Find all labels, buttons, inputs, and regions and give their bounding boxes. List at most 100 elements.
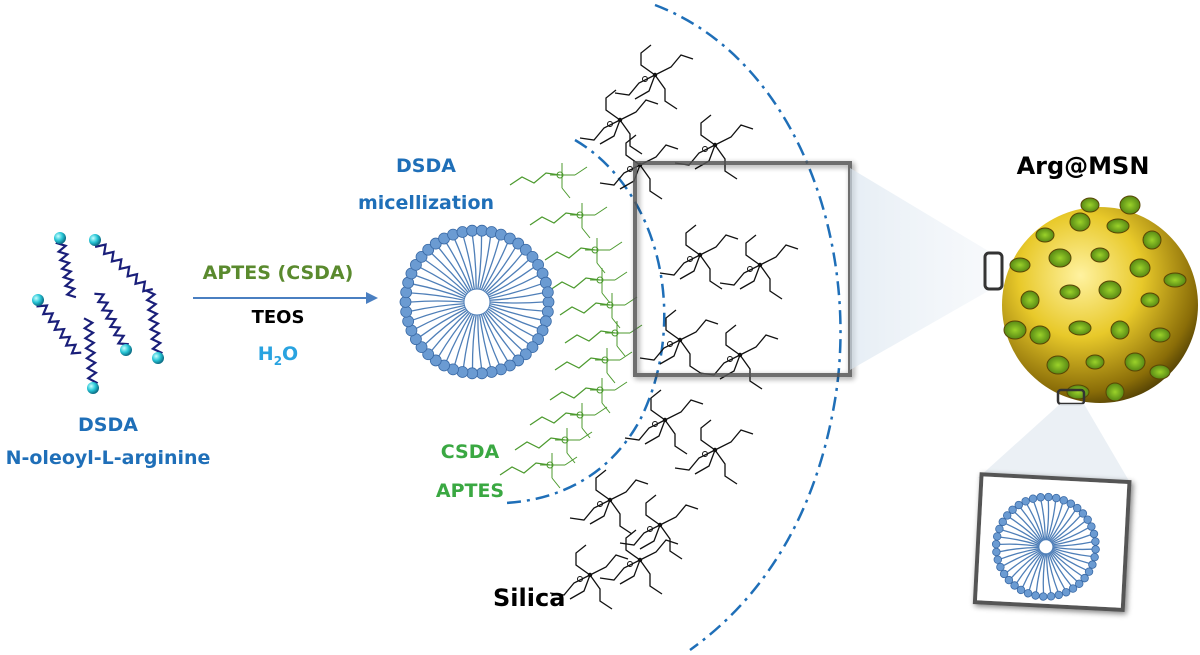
micelle-head	[429, 354, 442, 367]
aptes-chain	[529, 212, 581, 226]
micelle-tail	[1002, 529, 1040, 545]
teos-o	[577, 576, 583, 582]
teos-molecule	[549, 544, 629, 610]
micelle-tail	[1048, 552, 1066, 590]
teos-si	[662, 417, 668, 423]
teos-molecule	[674, 419, 754, 485]
sphere-pore	[1035, 227, 1055, 243]
micelle-tail	[446, 243, 472, 291]
micelle-tail	[479, 314, 492, 367]
aptes-si-bonds	[570, 203, 608, 239]
teos-si	[637, 557, 643, 563]
micelle-head	[542, 296, 555, 308]
teos-molecule	[719, 234, 799, 300]
aptes-chain	[529, 412, 581, 426]
micelle-head	[1052, 493, 1061, 503]
csda-boundary-inner	[504, 138, 666, 505]
surfactant-head	[89, 234, 101, 246]
silica-label: Silica	[493, 584, 566, 612]
aptes-si-bonds	[590, 378, 628, 414]
surfactant-head	[32, 294, 44, 306]
micelle-tail	[425, 259, 468, 295]
micelle-head	[991, 539, 1001, 549]
micelle-tail	[438, 247, 471, 292]
micelle-tail	[471, 236, 477, 290]
micelle	[399, 224, 555, 380]
micelle-tail	[489, 301, 544, 304]
micelle-tail	[486, 259, 529, 295]
micelle-label-process: micellization	[357, 192, 495, 214]
micelle-head	[1083, 515, 1092, 524]
micelle-head	[1068, 584, 1078, 593]
micelle-tail	[420, 308, 467, 337]
sphere-pore	[1009, 257, 1031, 273]
micelle-tail	[425, 309, 468, 345]
micelle-tail	[480, 239, 500, 291]
teos-molecule	[569, 469, 649, 535]
micelle-head	[1090, 552, 1099, 562]
micelle-tail	[1011, 550, 1042, 579]
sphere-pore	[1003, 320, 1027, 340]
aptes-si-bonds	[600, 293, 638, 329]
micelle-tail	[489, 303, 543, 312]
teos-molecule	[639, 309, 719, 375]
micelle-tail	[485, 311, 523, 351]
micelle-head	[526, 250, 539, 263]
micelle-tail	[1052, 548, 1090, 564]
micelle-head	[1089, 529, 1099, 539]
teos-si	[587, 572, 593, 578]
micelle-head	[466, 367, 479, 380]
micelle-head	[998, 517, 1007, 527]
micelle-head	[995, 524, 1004, 534]
micelle-tail	[1052, 534, 1091, 546]
micelle-tail	[488, 275, 538, 298]
aptes-layer	[499, 163, 643, 489]
sphere-pore	[1142, 230, 1162, 250]
micelle-head	[519, 348, 532, 361]
micelle-tail	[486, 309, 529, 345]
micelle-tail	[477, 236, 483, 290]
sphere-pore	[1048, 248, 1072, 268]
micelle-head	[475, 367, 488, 380]
surfactant-molecules	[32, 232, 164, 394]
micelle-tail	[483, 312, 516, 357]
inset-beam	[978, 404, 1132, 486]
teos-si	[712, 142, 718, 148]
aptes-si-bonds	[605, 321, 643, 357]
sphere-pore	[1069, 212, 1091, 232]
teos-o	[627, 561, 633, 567]
surfactant-tail	[145, 289, 164, 359]
micelle-label-dsda: DSDA	[396, 155, 456, 177]
teos-o	[747, 266, 753, 272]
aptes-chain	[554, 357, 606, 371]
micelle-head	[1078, 509, 1088, 518]
aptes-label: APTES	[435, 480, 505, 502]
teos-molecule	[659, 224, 739, 290]
micelle-tail	[420, 267, 467, 296]
micelle-head	[400, 286, 413, 299]
micelle-head	[422, 243, 435, 256]
surfactant-tail	[36, 299, 82, 355]
micelle-tail	[487, 308, 534, 337]
sphere-pore	[1066, 384, 1090, 400]
teos-molecule	[699, 324, 779, 390]
micelle-tail	[1052, 547, 1091, 557]
teos-molecule	[599, 134, 679, 200]
sphere-pore	[1085, 354, 1105, 370]
micelle-tail	[1014, 512, 1042, 542]
teos-molecule	[599, 529, 679, 595]
teos-si	[712, 447, 718, 453]
aptes-chain	[544, 247, 596, 261]
teos-molecule	[614, 44, 694, 110]
dsda-name-label: N-oleoyl-L-arginine	[5, 447, 211, 469]
micelle-tail	[480, 314, 500, 365]
surfactant-head	[87, 382, 99, 394]
teos-molecule	[624, 389, 704, 455]
micelle-tail	[1047, 503, 1064, 541]
micelle-tail	[485, 253, 523, 293]
sphere-pore	[1020, 290, 1040, 310]
aptes-si-bonds	[540, 453, 578, 489]
micelle-tail	[489, 283, 541, 300]
surfactant-tail	[94, 292, 130, 351]
teos-si	[697, 252, 703, 258]
